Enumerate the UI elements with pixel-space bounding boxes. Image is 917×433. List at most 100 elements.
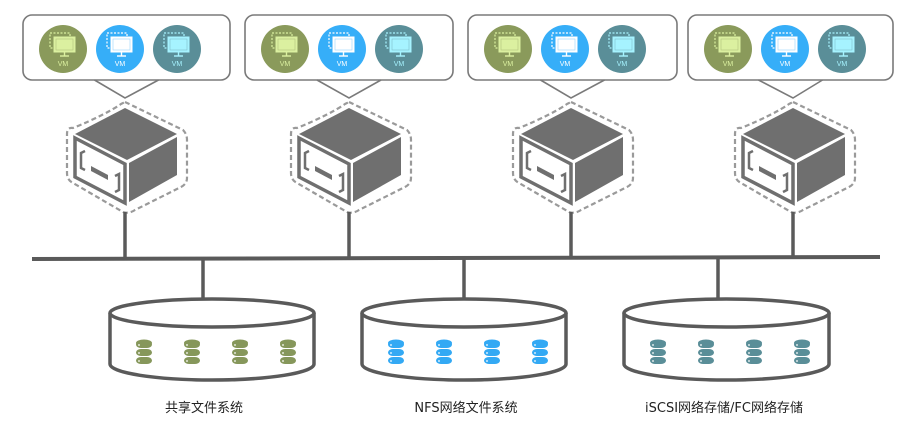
database-disk: [484, 357, 500, 364]
server-handle-left: [303, 149, 310, 172]
vm-label: VM: [837, 61, 848, 68]
database-icon: [436, 339, 452, 364]
database-disk: [232, 349, 248, 356]
database-icon: [532, 339, 548, 364]
server-icon: [289, 100, 413, 258]
monitor-screen: [391, 38, 410, 51]
database-led: [390, 352, 392, 354]
monitor-screen: [55, 38, 74, 51]
database-icon: [698, 339, 714, 364]
database-led: [652, 352, 654, 354]
database-led: [186, 352, 188, 354]
host-4: VM VM VM: [687, 14, 894, 258]
vm-icon: VM: [375, 25, 423, 73]
database-led: [748, 344, 750, 346]
vm-label: VM: [617, 61, 628, 68]
vm-icon: VM: [318, 25, 366, 73]
database-icon: [136, 339, 152, 364]
database-led: [534, 352, 536, 354]
database-disk: [650, 349, 666, 356]
database-cap: [184, 339, 200, 347]
database-led: [234, 360, 236, 362]
server-front: [741, 135, 795, 206]
database-disk: [136, 349, 152, 356]
database-icon: [184, 339, 200, 364]
database-led: [700, 344, 702, 346]
server-handle-left: [79, 149, 86, 172]
vm-icon: VM: [261, 25, 309, 73]
database-led: [186, 344, 188, 346]
database-icon: [484, 339, 500, 364]
database-led: [138, 344, 140, 346]
database-led: [282, 344, 284, 346]
database-cap: [794, 339, 810, 347]
monitor-screen: [720, 38, 739, 51]
server-front: [297, 135, 351, 206]
database-led: [282, 360, 284, 362]
storage-1: [108, 258, 316, 382]
vm-label: VM: [503, 61, 514, 68]
database-disk: [484, 349, 500, 356]
database-led: [390, 360, 392, 362]
server-drive-slot: [537, 166, 554, 180]
database-led: [652, 344, 654, 346]
server-handle-right: [560, 171, 567, 194]
database-cap: [280, 339, 296, 347]
callout-pointer: [94, 79, 159, 99]
database-disk: [746, 357, 762, 364]
storage-cylinder-body: [622, 313, 831, 382]
database-led: [534, 360, 536, 362]
database-led: [282, 352, 284, 354]
database-led: [486, 344, 488, 346]
storage-2: [360, 258, 568, 382]
database-disk: [532, 357, 548, 364]
database-disk: [280, 349, 296, 356]
database-icon: [232, 339, 248, 364]
vm-icon: VM: [704, 25, 752, 73]
database-disk: [184, 357, 200, 364]
storage-cylinder-top: [108, 297, 316, 329]
server-top: [75, 108, 177, 160]
database-led: [796, 344, 798, 346]
database-led: [486, 360, 488, 362]
database-disk: [280, 357, 296, 364]
monitor-screen: [112, 38, 131, 51]
server-drive-slot: [315, 166, 332, 180]
vm-icon: VM: [484, 25, 532, 73]
server-handle-right: [782, 171, 789, 194]
database-led: [438, 360, 440, 362]
server-side: [353, 137, 401, 202]
vm-icon: VM: [153, 25, 201, 73]
database-led: [652, 360, 654, 362]
monitor-screen: [169, 38, 188, 51]
vm-icon: VM: [96, 25, 144, 73]
server-icon: [511, 100, 635, 258]
vm-label: VM: [780, 61, 791, 68]
database-led: [438, 352, 440, 354]
database-disk: [698, 357, 714, 364]
storage-3: [622, 258, 831, 382]
server-drive-slot: [91, 166, 108, 180]
database-led: [796, 352, 798, 354]
database-led: [534, 344, 536, 346]
server-icon: [733, 100, 857, 258]
database-led: [700, 352, 702, 354]
storage-cylinder-body: [108, 313, 316, 382]
database-disk: [388, 349, 404, 356]
storage-cylinder-top: [622, 297, 831, 329]
server-handle-left: [747, 149, 754, 172]
server-top: [299, 108, 401, 160]
vm-label: VM: [280, 61, 291, 68]
database-disk: [436, 349, 452, 356]
database-disk: [746, 349, 762, 356]
storage-label-iscsi-fc: iSCSI网络存储/FC网络存储: [645, 400, 803, 416]
database-led: [796, 360, 798, 362]
database-disk: [794, 349, 810, 356]
server-dashed-outline: [289, 100, 413, 214]
vm-icon: VM: [598, 25, 646, 73]
database-cap: [484, 339, 500, 347]
database-led: [138, 360, 140, 362]
